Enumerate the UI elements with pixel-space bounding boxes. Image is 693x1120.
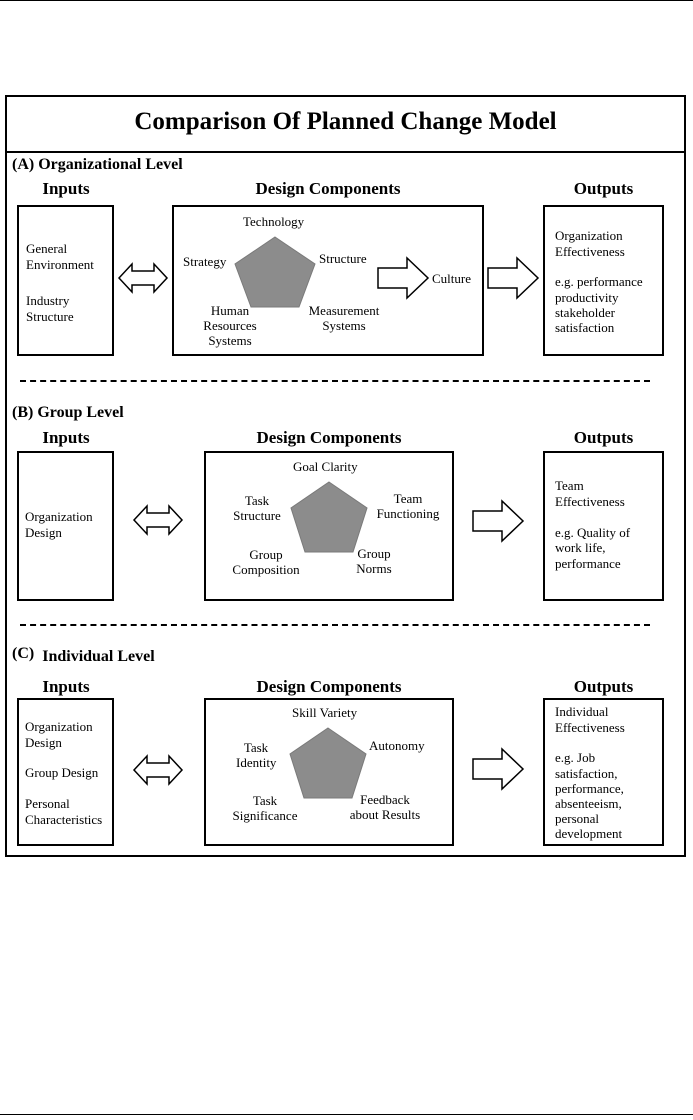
output-satisfaction: satisfaction	[555, 320, 615, 335]
section-b-design-header: Design Components	[256, 428, 402, 447]
output-absenteeism: absenteeism,	[555, 796, 622, 811]
input-industry: Industry	[26, 293, 70, 308]
output-team-effectiveness: Effectiveness	[555, 494, 625, 509]
section-c-heading: (C) Individual Level	[12, 645, 155, 665]
section-a-outputs-header: Outputs	[573, 179, 634, 198]
section-c-double-arrow-icon	[132, 754, 184, 786]
section-c-inputs-box	[17, 698, 114, 846]
diagram-title: Comparison Of Planned Change Model	[134, 108, 557, 135]
component-culture: Culture	[432, 271, 471, 286]
section-a-inputs-header: Inputs	[42, 179, 90, 198]
component-autonomy: Autonomy	[369, 738, 425, 753]
section-b-inputs-box	[17, 451, 114, 601]
input-general: General	[26, 241, 68, 256]
title-box	[5, 95, 686, 153]
section-b-outputs-header: Outputs	[573, 428, 634, 447]
input-organization: Organization	[25, 509, 93, 524]
component-goal-clarity: Goal Clarity	[293, 459, 358, 474]
section-b-heading: (B) Group Level	[12, 404, 124, 421]
section-b-outputs-box	[543, 451, 664, 601]
section-a-heading: (A) Organizational Level	[12, 156, 183, 173]
output-team-performance: performance	[555, 556, 621, 571]
section-c-design-header: Design Components	[256, 677, 402, 696]
output-productivity: productivity	[555, 290, 619, 305]
component-structure: Structure	[319, 251, 367, 266]
component-technology: Technology	[243, 214, 305, 229]
output-stakeholder: stakeholder	[555, 305, 615, 320]
input-personal: Personal	[25, 796, 70, 811]
section-a-design-header: Design Components	[255, 179, 401, 198]
section-b-output-arrow-icon	[472, 499, 525, 543]
section-b-pentagon	[290, 481, 368, 553]
output-performance-c: performance,	[555, 781, 624, 796]
section-c-pentagon	[289, 727, 367, 799]
output-effectiveness: Effectiveness	[555, 244, 625, 259]
section-a-culture-arrow-icon	[377, 256, 430, 300]
section-c-output-arrow-icon	[472, 747, 525, 791]
output-personal: personal	[555, 811, 600, 826]
output-individual-effectiveness: Effectiveness	[555, 720, 625, 735]
bottom-rule	[0, 1114, 693, 1115]
section-a-inputs-box	[17, 205, 114, 356]
input-design: Design	[25, 525, 62, 540]
divider-b-c	[20, 624, 650, 626]
section-a-design-box	[172, 205, 484, 356]
section-b-inputs-header: Inputs	[42, 428, 90, 447]
section-c-inputs-header: Inputs	[42, 677, 90, 696]
output-individual: Individual	[555, 704, 609, 719]
section-a-outputs-box	[543, 205, 664, 356]
component-strategy: Strategy	[183, 254, 227, 269]
section-a-output-arrow-icon	[487, 256, 540, 300]
divider-a-b	[20, 380, 650, 382]
component-skill-variety: Skill Variety	[292, 705, 358, 720]
section-c-outputs-box	[543, 698, 664, 846]
input-characteristics: Characteristics	[25, 812, 103, 827]
output-team: Team	[555, 478, 584, 493]
input-organization-design-2: Design	[25, 735, 62, 750]
output-job: e.g. Job	[555, 750, 596, 765]
input-organization-design-1: Organization	[25, 719, 93, 734]
section-b-double-arrow-icon	[132, 504, 184, 536]
section-a-double-arrow-icon	[117, 262, 169, 294]
section-c-outputs-header: Outputs	[573, 677, 634, 696]
top-rule	[0, 0, 693, 1]
output-satisfaction-c: satisfaction,	[555, 766, 618, 781]
input-structure: Structure	[26, 309, 74, 324]
output-development: development	[555, 826, 623, 841]
output-organization: Organization	[555, 228, 623, 243]
output-performance: e.g. performance	[555, 274, 643, 289]
input-environment: Environment	[26, 257, 94, 272]
input-group-design: Group Design	[25, 765, 99, 780]
section-a-pentagon	[234, 236, 316, 308]
output-quality-of: e.g. Quality of	[555, 525, 631, 540]
output-work-life: work life,	[555, 540, 606, 555]
